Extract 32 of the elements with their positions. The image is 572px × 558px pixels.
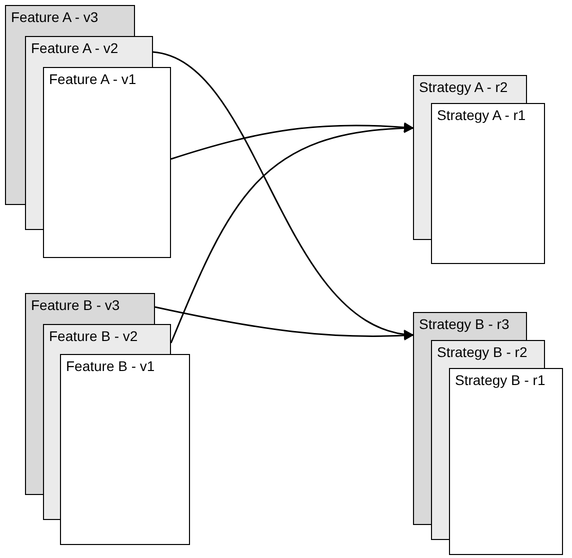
- card-title: Strategy A - r2: [419, 79, 508, 95]
- card-title: Feature B - v1: [66, 358, 155, 374]
- card-title: Feature B - v3: [31, 297, 120, 313]
- document-card: [413, 340, 431, 525]
- arrow: [154, 306, 414, 340]
- document-card: [60, 354, 190, 545]
- document-card: [413, 75, 527, 103]
- document-card: [431, 340, 545, 368]
- card-title: Feature A - v3: [11, 9, 98, 25]
- card-title: Feature A - v2: [31, 40, 118, 56]
- document-card: [43, 324, 171, 354]
- document-card: [5, 36, 25, 205]
- document-card: [25, 67, 43, 230]
- document-card: [43, 67, 171, 258]
- document-card: [413, 103, 431, 240]
- document-card: [431, 103, 545, 264]
- document-card: [449, 368, 563, 555]
- card-title: Strategy B - r3: [419, 316, 510, 332]
- document-card: [43, 354, 60, 520]
- document-card: [431, 368, 449, 540]
- document-card: [25, 324, 43, 495]
- card-title: Feature A - v1: [49, 71, 136, 87]
- arrow: [170, 124, 414, 344]
- document-card: [25, 36, 153, 67]
- card-title: Strategy B - r1: [455, 372, 546, 388]
- card-title: Feature B - v2: [49, 328, 138, 344]
- document-card: [25, 293, 155, 324]
- card-title: Strategy A - r1: [437, 107, 526, 123]
- document-card: [413, 312, 527, 340]
- arrow: [170, 122, 414, 160]
- document-card: [5, 5, 135, 36]
- card-title: Strategy B - r2: [437, 344, 528, 360]
